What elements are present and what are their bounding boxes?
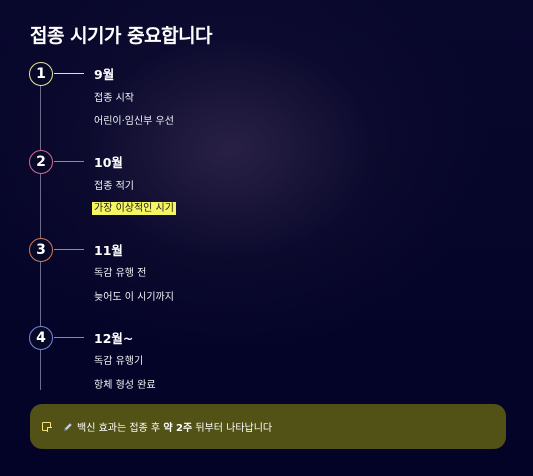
step-detail: 항체 형성 완료 [94, 380, 156, 391]
step-month: 9월 [94, 67, 115, 82]
step-month: 10월 [94, 155, 123, 170]
step-connector [54, 249, 84, 250]
step-desc: 독감 유행 전 [94, 268, 147, 279]
step-connector [54, 161, 84, 162]
step-desc: 독감 유행기 [94, 356, 144, 367]
step-detail: 늦어도 이 시기까지 [94, 292, 174, 303]
step-number-badge: 3 [29, 238, 53, 262]
pen-icon [63, 422, 73, 432]
step-number: 3 [36, 242, 46, 258]
step-number-badge: 1 [29, 62, 53, 86]
step-connector [54, 73, 84, 74]
step-month: 11월 [94, 243, 123, 258]
page-title: 접종 시기가 중요합니다 [30, 25, 213, 47]
step-number: 4 [36, 330, 46, 346]
step-month: 12월~ [94, 331, 134, 346]
step-desc: 접종 시작 [94, 93, 134, 104]
note-text: 백신 효과는 접종 후 약 2주 뒤부터 나타납니다 [77, 423, 273, 434]
step-desc: 접종 적기 [94, 181, 134, 192]
highlight-text: 가장 이상적인 시기 [92, 202, 176, 215]
step-connector [54, 337, 84, 338]
step-number: 2 [36, 154, 46, 170]
memo-icon [42, 422, 52, 432]
step-detail: 가장 이상적인 시기 [92, 199, 176, 215]
step-number-badge: 4 [29, 326, 53, 350]
note-box: 백신 효과는 접종 후 약 2주 뒤부터 나타납니다 [30, 404, 506, 449]
step-number: 1 [36, 66, 46, 82]
step-detail: 어린이·임신부 우선 [94, 116, 174, 127]
step-number-badge: 2 [29, 150, 53, 174]
